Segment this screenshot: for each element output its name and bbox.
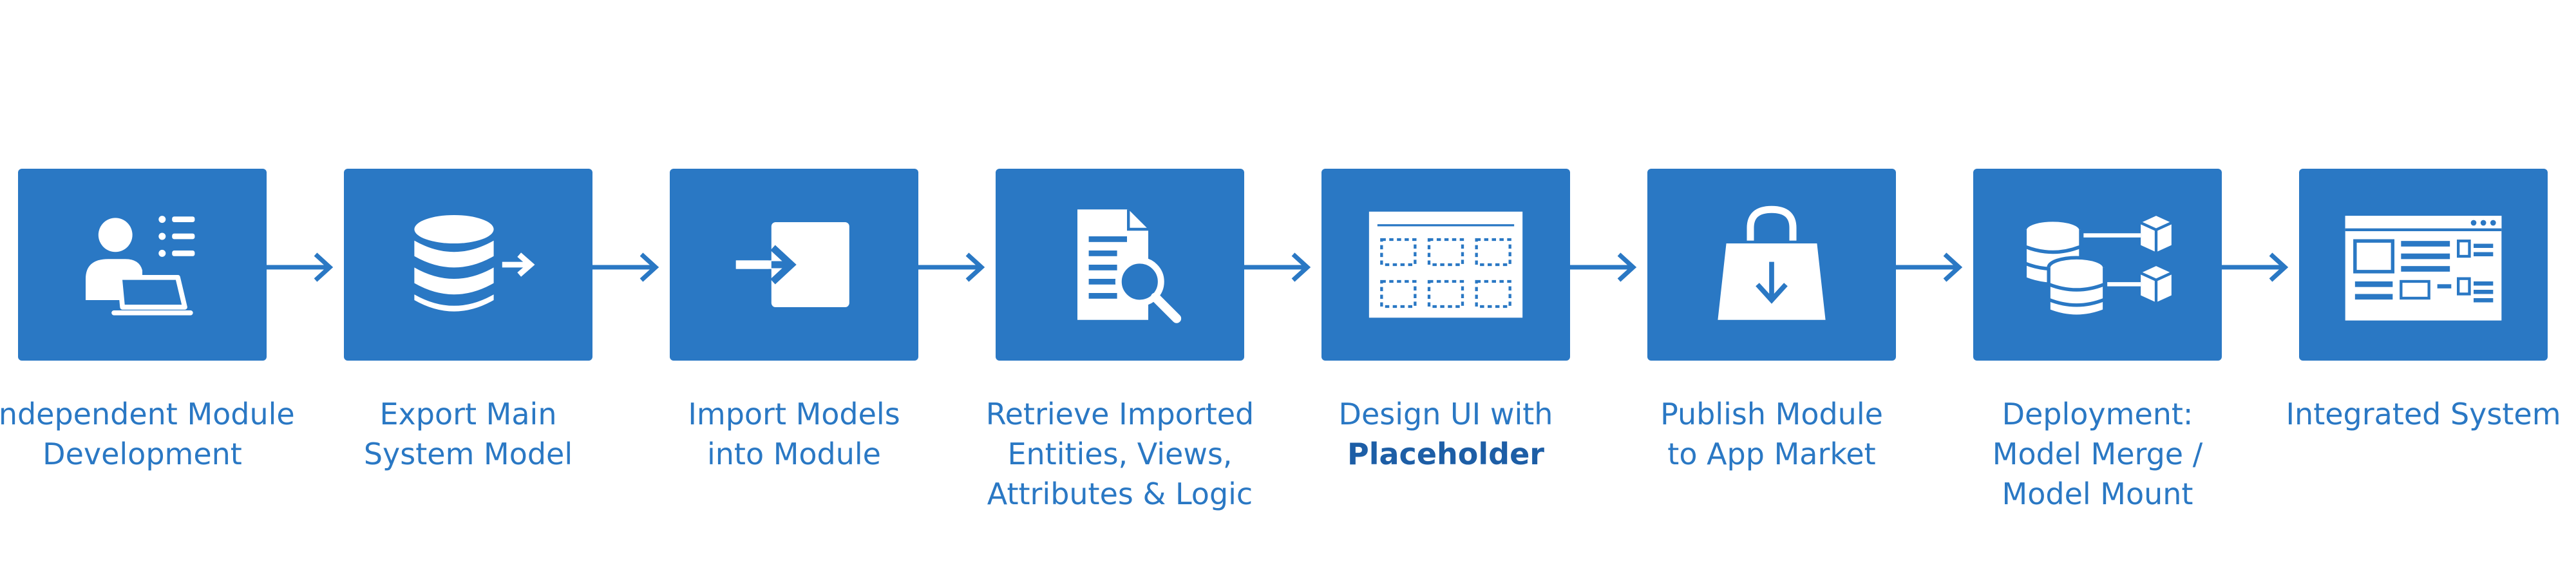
document-search-icon — [1077, 209, 1182, 323]
arrow-right-icon — [1244, 252, 1311, 282]
arrow-right-icon — [2222, 252, 2289, 282]
step-label-independent-module-development: Independent Module Development — [0, 397, 295, 471]
arrow-right-icon — [592, 252, 659, 282]
arrow-right-icon — [1570, 252, 1637, 282]
step-label-export-main-system-model: Export Main System Model — [363, 397, 573, 471]
step-label-deployment: Deployment: Model Merge / Model Mount — [1992, 397, 2203, 511]
shopping-bag-download-icon — [1718, 205, 1826, 320]
step-box-import-models-into-module — [670, 169, 918, 361]
integrated-window-icon — [2345, 216, 2502, 321]
step-label-retrieve-imported: Retrieve Imported Entities, Views, Attri… — [985, 397, 1255, 511]
step-box-deployment — [1973, 169, 2222, 361]
step-label-publish-module: Publish Module to App Market — [1660, 397, 1883, 471]
step-box-integrated-system — [2299, 169, 2548, 361]
step-box-design-ui-with-placeholder — [1321, 169, 1570, 361]
step-label-import-models-into-module: Import Models into Module — [688, 397, 900, 471]
step-box-retrieve-imported — [996, 169, 1244, 361]
database-merge-icon — [2023, 216, 2172, 318]
step-label-integrated-system: Integrated System — [2286, 397, 2561, 431]
step-box-publish-module — [1647, 169, 1896, 361]
step-label-design-ui-with-placeholder: Design UI with Placeholder — [1338, 397, 1553, 471]
database-export-icon — [414, 215, 535, 312]
ui-placeholder-grid-icon — [1368, 211, 1523, 318]
arrow-right-icon — [267, 252, 334, 282]
arrow-right-icon — [1896, 252, 1963, 282]
step-box-independent-module-development — [18, 169, 267, 361]
arrow-right-icon — [918, 252, 985, 282]
step-box-export-main-system-model — [344, 169, 592, 361]
person-laptop-icon — [86, 216, 195, 316]
import-into-box-icon — [735, 222, 849, 307]
